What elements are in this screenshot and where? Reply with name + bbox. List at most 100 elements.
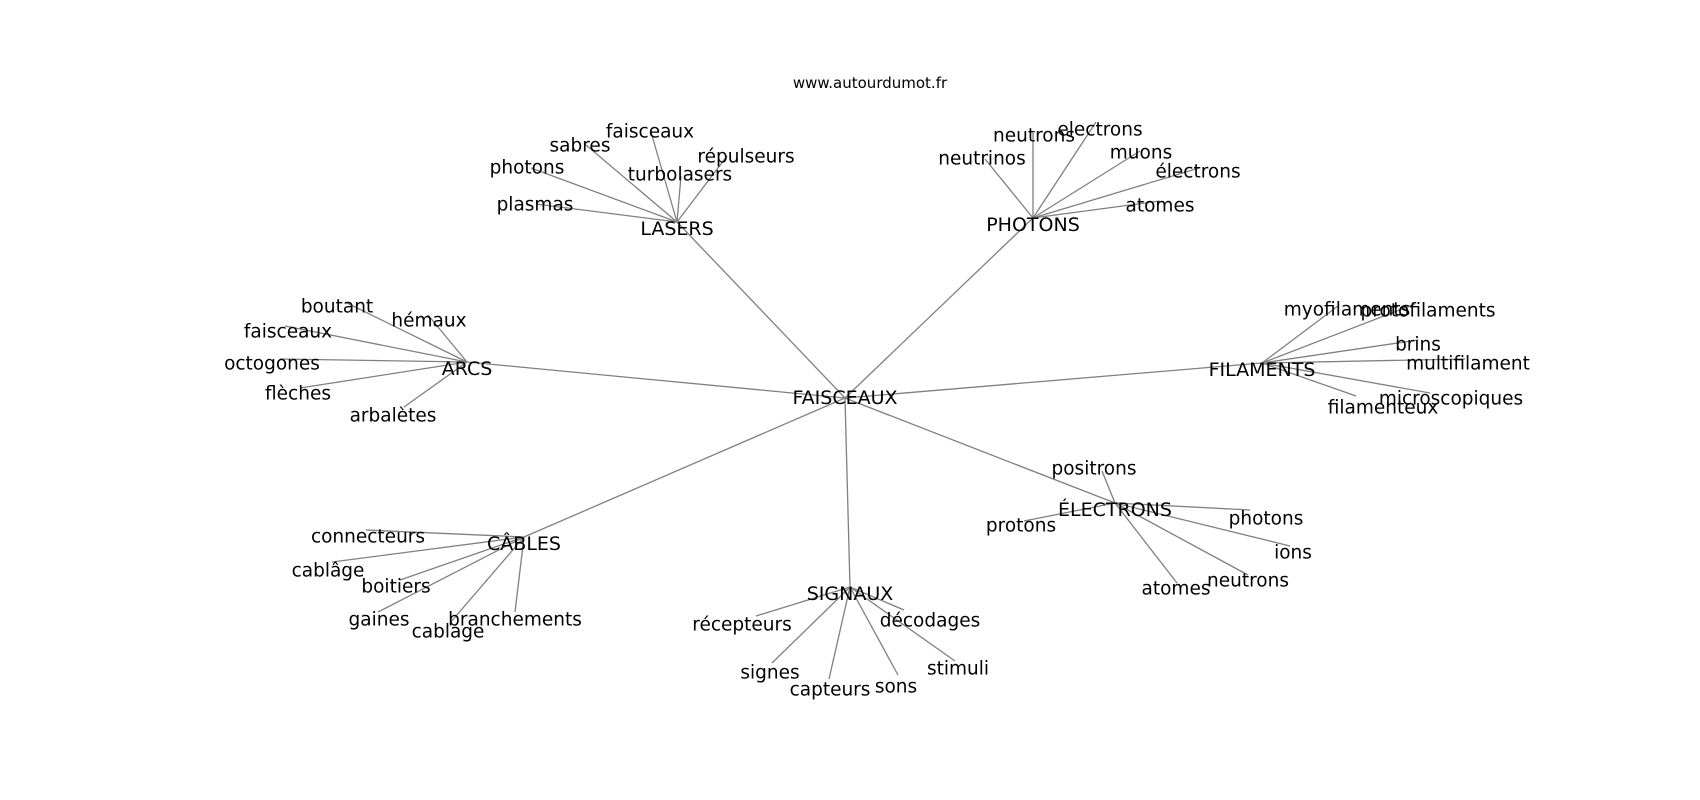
edge-signaux-2	[771, 586, 851, 664]
edge-electrons-1	[1023, 502, 1116, 522]
leaf-node-electrons-0: positrons	[1052, 459, 1137, 480]
edge-lasers-1	[585, 144, 678, 223]
leaf-node-arcs-4: flèches	[265, 384, 331, 405]
edge-electrons-3	[1114, 502, 1291, 547]
edge-photons-4	[1032, 167, 1200, 219]
edge-lasers-2	[530, 167, 678, 223]
leaf-node-cables-4: cablage	[412, 622, 485, 643]
edge-filaments-5	[1261, 362, 1357, 397]
leaf-node-arcs-1: hémaux	[391, 311, 466, 332]
edge-root-signaux	[844, 397, 851, 588]
edge-filaments-3	[1261, 358, 1466, 364]
leaf-node-lasers-4: turbolasers	[628, 165, 732, 186]
leaf-node-filaments-5: filamenteux	[1328, 398, 1439, 419]
edge-signaux-0	[755, 586, 851, 617]
leaf-node-signaux-2: signes	[740, 663, 799, 684]
edge-filaments-2	[1261, 339, 1419, 364]
leaf-node-electrons-3: ions	[1274, 543, 1312, 564]
leaf-node-filaments-0: myofilaments	[1284, 300, 1410, 321]
edge-photons-5	[1032, 200, 1161, 219]
edge-lasers-5	[535, 203, 678, 223]
leaf-node-filaments-4: microscopiques	[1379, 389, 1523, 410]
leaf-node-electrons-2: photons	[1229, 509, 1304, 530]
leaf-node-photons-2: neutrinos	[938, 149, 1026, 170]
hub-node-filaments: FILAMENTS	[1209, 359, 1316, 381]
edge-root-filaments	[844, 362, 1263, 399]
edge-root-cables	[523, 397, 846, 538]
leaf-node-cables-1: cablâge	[292, 561, 365, 582]
edge-lasers-0	[650, 131, 678, 223]
edge-root-arcs	[466, 361, 846, 399]
edge-cables-3	[377, 536, 525, 613]
leaf-node-cables-3: gaines	[349, 610, 410, 631]
hub-node-electrons: ÉLECTRONS	[1058, 498, 1172, 521]
leaf-node-signaux-3: stimuli	[927, 659, 989, 680]
leaf-node-photons-1: electrons	[1057, 120, 1142, 141]
leaf-node-electrons-4: neutrons	[1207, 571, 1289, 592]
edge-photons-3	[1032, 150, 1141, 219]
edge-lasers-4	[676, 175, 682, 223]
edge-electrons-5	[1114, 502, 1178, 584]
edge-filaments-0	[1261, 305, 1339, 364]
edge-cables-4	[449, 536, 525, 624]
edge-signaux-5	[849, 586, 899, 676]
source-url: www.autourdumot.fr	[793, 74, 948, 92]
leaf-node-lasers-0: faisceaux	[606, 122, 694, 143]
hub-node-lasers: LASERS	[640, 218, 713, 240]
hub-node-arcs: ARCS	[442, 358, 493, 380]
leaf-node-signaux-1: décodages	[880, 611, 980, 632]
edge-cables-5	[514, 536, 525, 613]
leaf-node-cables-0: connecteurs	[311, 527, 425, 548]
edge-cables-2	[399, 536, 525, 581]
edge-arcs-3	[279, 358, 468, 363]
leaf-node-arcs-2: faisceaux	[244, 322, 332, 343]
edge-cables-1	[331, 536, 525, 563]
leaf-node-photons-5: atomes	[1126, 196, 1195, 217]
edge-photons-1	[1032, 121, 1097, 219]
edge-arcs-4	[299, 361, 468, 389]
edge-photons-2	[984, 158, 1034, 219]
leaf-node-arcs-5: arbalètes	[350, 406, 437, 427]
leaf-node-signaux-4: capteurs	[790, 680, 871, 701]
leaf-node-cables-2: boitiers	[361, 577, 430, 598]
leaf-node-cables-5: branchements	[448, 610, 582, 631]
leaf-node-photons-3: muons	[1110, 143, 1172, 164]
edge-signaux-1	[849, 586, 905, 611]
leaf-node-photons-0: neutrons	[993, 126, 1075, 147]
graph-edges	[279, 121, 1466, 680]
edge-root-electrons	[844, 397, 1116, 504]
edge-root-photons	[844, 217, 1034, 399]
hub-node-cables: CÂBLES	[487, 532, 561, 555]
leaf-node-electrons-5: atomes	[1142, 579, 1211, 600]
edge-electrons-2	[1114, 502, 1251, 511]
edge-filaments-4	[1261, 362, 1431, 394]
leaf-node-signaux-0: récepteurs	[692, 615, 791, 636]
leaf-node-lasers-5: plasmas	[497, 195, 574, 216]
edge-arcs-5	[403, 361, 468, 408]
leaf-node-lasers-3: répulseurs	[697, 147, 794, 168]
edge-arcs-1	[427, 314, 468, 363]
leaf-node-signaux-5: sons	[875, 677, 917, 698]
leaf-node-filaments-2: brins	[1395, 335, 1441, 356]
hub-node-photons: PHOTONS	[986, 214, 1080, 236]
edge-arcs-2	[284, 325, 468, 363]
graph-labels: www.autourdumot.fr FAISCEAUX LASERSfaisc…	[224, 74, 1530, 701]
leaf-node-filaments-3: multifilament	[1406, 354, 1530, 375]
leaf-node-electrons-1: protons	[986, 516, 1056, 537]
leaf-node-lasers-1: sabres	[550, 136, 611, 157]
edge-electrons-0	[1101, 470, 1116, 504]
edge-root-lasers	[676, 221, 846, 399]
edge-arcs-0	[344, 301, 468, 363]
edge-signaux-4	[828, 586, 851, 680]
edge-cables-0	[365, 529, 525, 538]
edge-electrons-4	[1114, 502, 1249, 576]
leaf-node-lasers-2: photons	[490, 158, 565, 179]
edge-signaux-3	[849, 586, 956, 662]
edge-filaments-1	[1261, 303, 1416, 364]
leaf-node-filaments-1: protofilaments	[1361, 301, 1496, 322]
leaf-node-arcs-0: boutant	[301, 297, 373, 318]
hub-node-signaux: SIGNAUX	[807, 583, 894, 605]
leaf-node-photons-4: électrons	[1155, 162, 1240, 183]
edge-lasers-3	[676, 155, 728, 223]
